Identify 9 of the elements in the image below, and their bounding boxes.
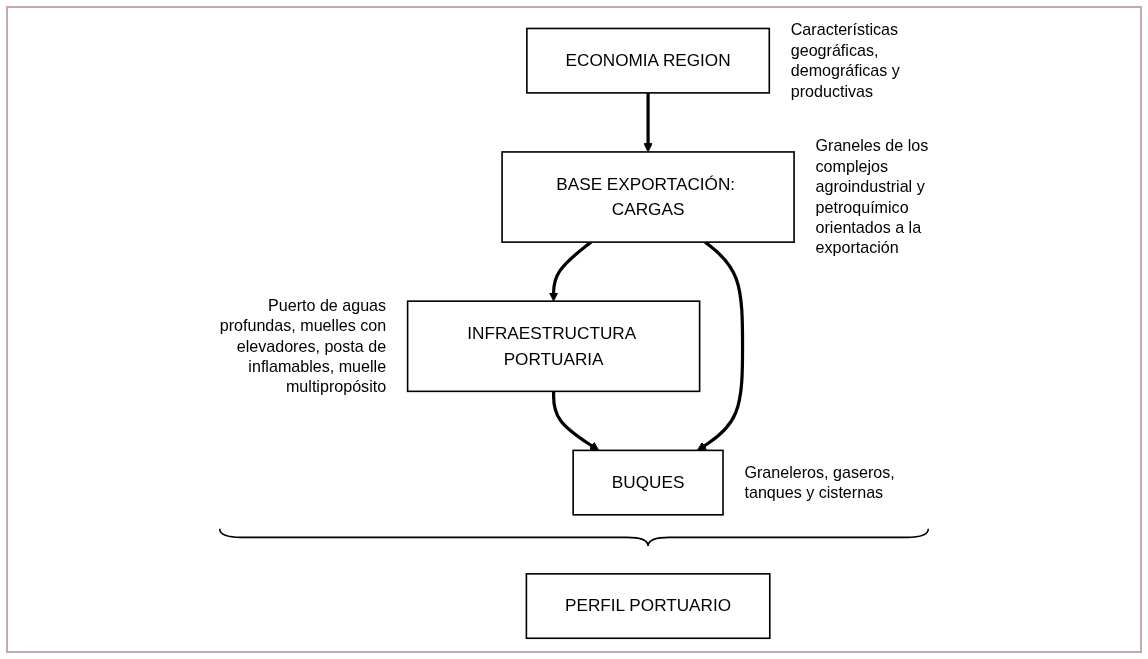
node-note: Puerto de aguas profundas, muelles con elevadores, posta de inflamables, muelle multipropósito bbox=[219, 295, 387, 396]
node-note: Graneles de los complejos agroindustrial y petroquímico orientados a la exportación bbox=[815, 136, 929, 257]
node-note: Graneleros, gaseros, tanques y cisternas bbox=[744, 462, 895, 502]
process-box: BUQUES bbox=[572, 449, 724, 516]
node-note: Características geográficas, demográficas y productivas bbox=[790, 20, 900, 100]
process-box: INFRAESTRUCTURA PORTUARIA bbox=[406, 300, 701, 393]
process-box: PERFIL PORTUARIO bbox=[525, 573, 771, 640]
process-box: ECONOMIA REGION bbox=[526, 27, 771, 94]
process-box: BASE EXPORTACIÓN: CARGAS bbox=[501, 151, 795, 243]
